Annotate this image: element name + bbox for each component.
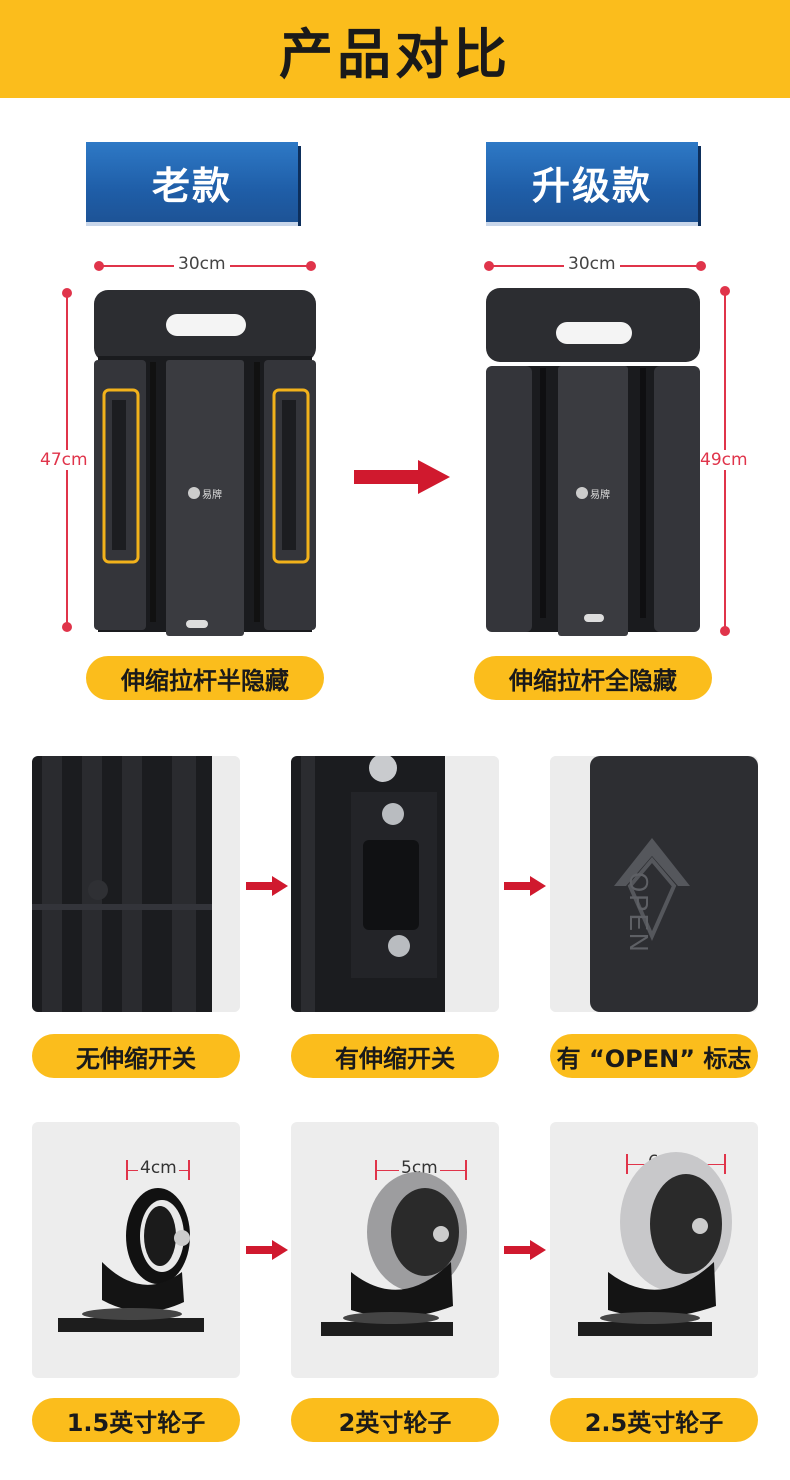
old-width-label: 30cm (174, 254, 230, 274)
new-board-drawing: 易牌 (486, 288, 700, 636)
svg-text:易牌: 易牌 (590, 488, 610, 501)
old-model-caption: 伸缩拉杆半隐藏 (86, 656, 324, 700)
detail-photo-open-mark-drawing (550, 756, 758, 1012)
new-model-tag: 升级款 (486, 142, 698, 226)
open-emboss-text: OPEN (624, 872, 654, 954)
wheel-photo-large: 6.3cm (550, 1122, 758, 1378)
detail-photo-with-switch-drawing (291, 756, 499, 1012)
old-model-tag: 老款 (86, 142, 298, 226)
page-title: 产品对比 (279, 22, 511, 86)
new-model-caption: 伸缩拉杆全隐藏 (474, 656, 712, 700)
wheel-caption-medium: 2英寸轮子 (291, 1398, 499, 1442)
arrow-right-icon (246, 1240, 288, 1260)
wheel-photo-medium: 5cm (291, 1122, 499, 1378)
page-header: 产品对比 (0, 0, 790, 98)
wheel-caption-large: 2.5英寸轮子 (550, 1398, 758, 1442)
detail-photo-with-switch (291, 756, 499, 1012)
new-width-label: 30cm (564, 254, 620, 274)
detail-caption-no-switch: 无伸缩开关 (32, 1034, 240, 1078)
old-width-dimension: 30cm (94, 254, 316, 274)
arrow-right-icon (246, 876, 288, 896)
detail-caption-with-switch: 有伸缩开关 (291, 1034, 499, 1078)
detail-photo-no-switch-drawing (32, 756, 240, 1012)
wheel-small-size: 4cm (138, 1158, 179, 1178)
old-height-label: 47cm (40, 450, 88, 470)
wheel-medium-drawing (321, 1172, 467, 1336)
arrow-right-icon (504, 1240, 546, 1260)
svg-text:易牌: 易牌 (202, 488, 222, 501)
wheel-caption-small: 1.5英寸轮子 (32, 1398, 240, 1442)
wheel-small-dimension: 4cm (126, 1158, 190, 1180)
detail-caption-open-mark: 有 “OPEN” 标志 (550, 1034, 758, 1078)
old-board-drawing: 易牌 (94, 290, 316, 636)
wheel-photo-small: 4cm (32, 1122, 240, 1378)
arrow-right-icon (504, 876, 546, 896)
wheel-large-drawing (578, 1152, 732, 1336)
wheel-small-drawing (58, 1188, 204, 1332)
new-height-label: 49cm (700, 450, 748, 470)
detail-photo-open-mark: OPEN (550, 756, 758, 1012)
new-width-dimension: 30cm (484, 254, 706, 274)
detail-photo-no-switch (32, 756, 240, 1012)
arrow-right-icon (354, 460, 450, 494)
